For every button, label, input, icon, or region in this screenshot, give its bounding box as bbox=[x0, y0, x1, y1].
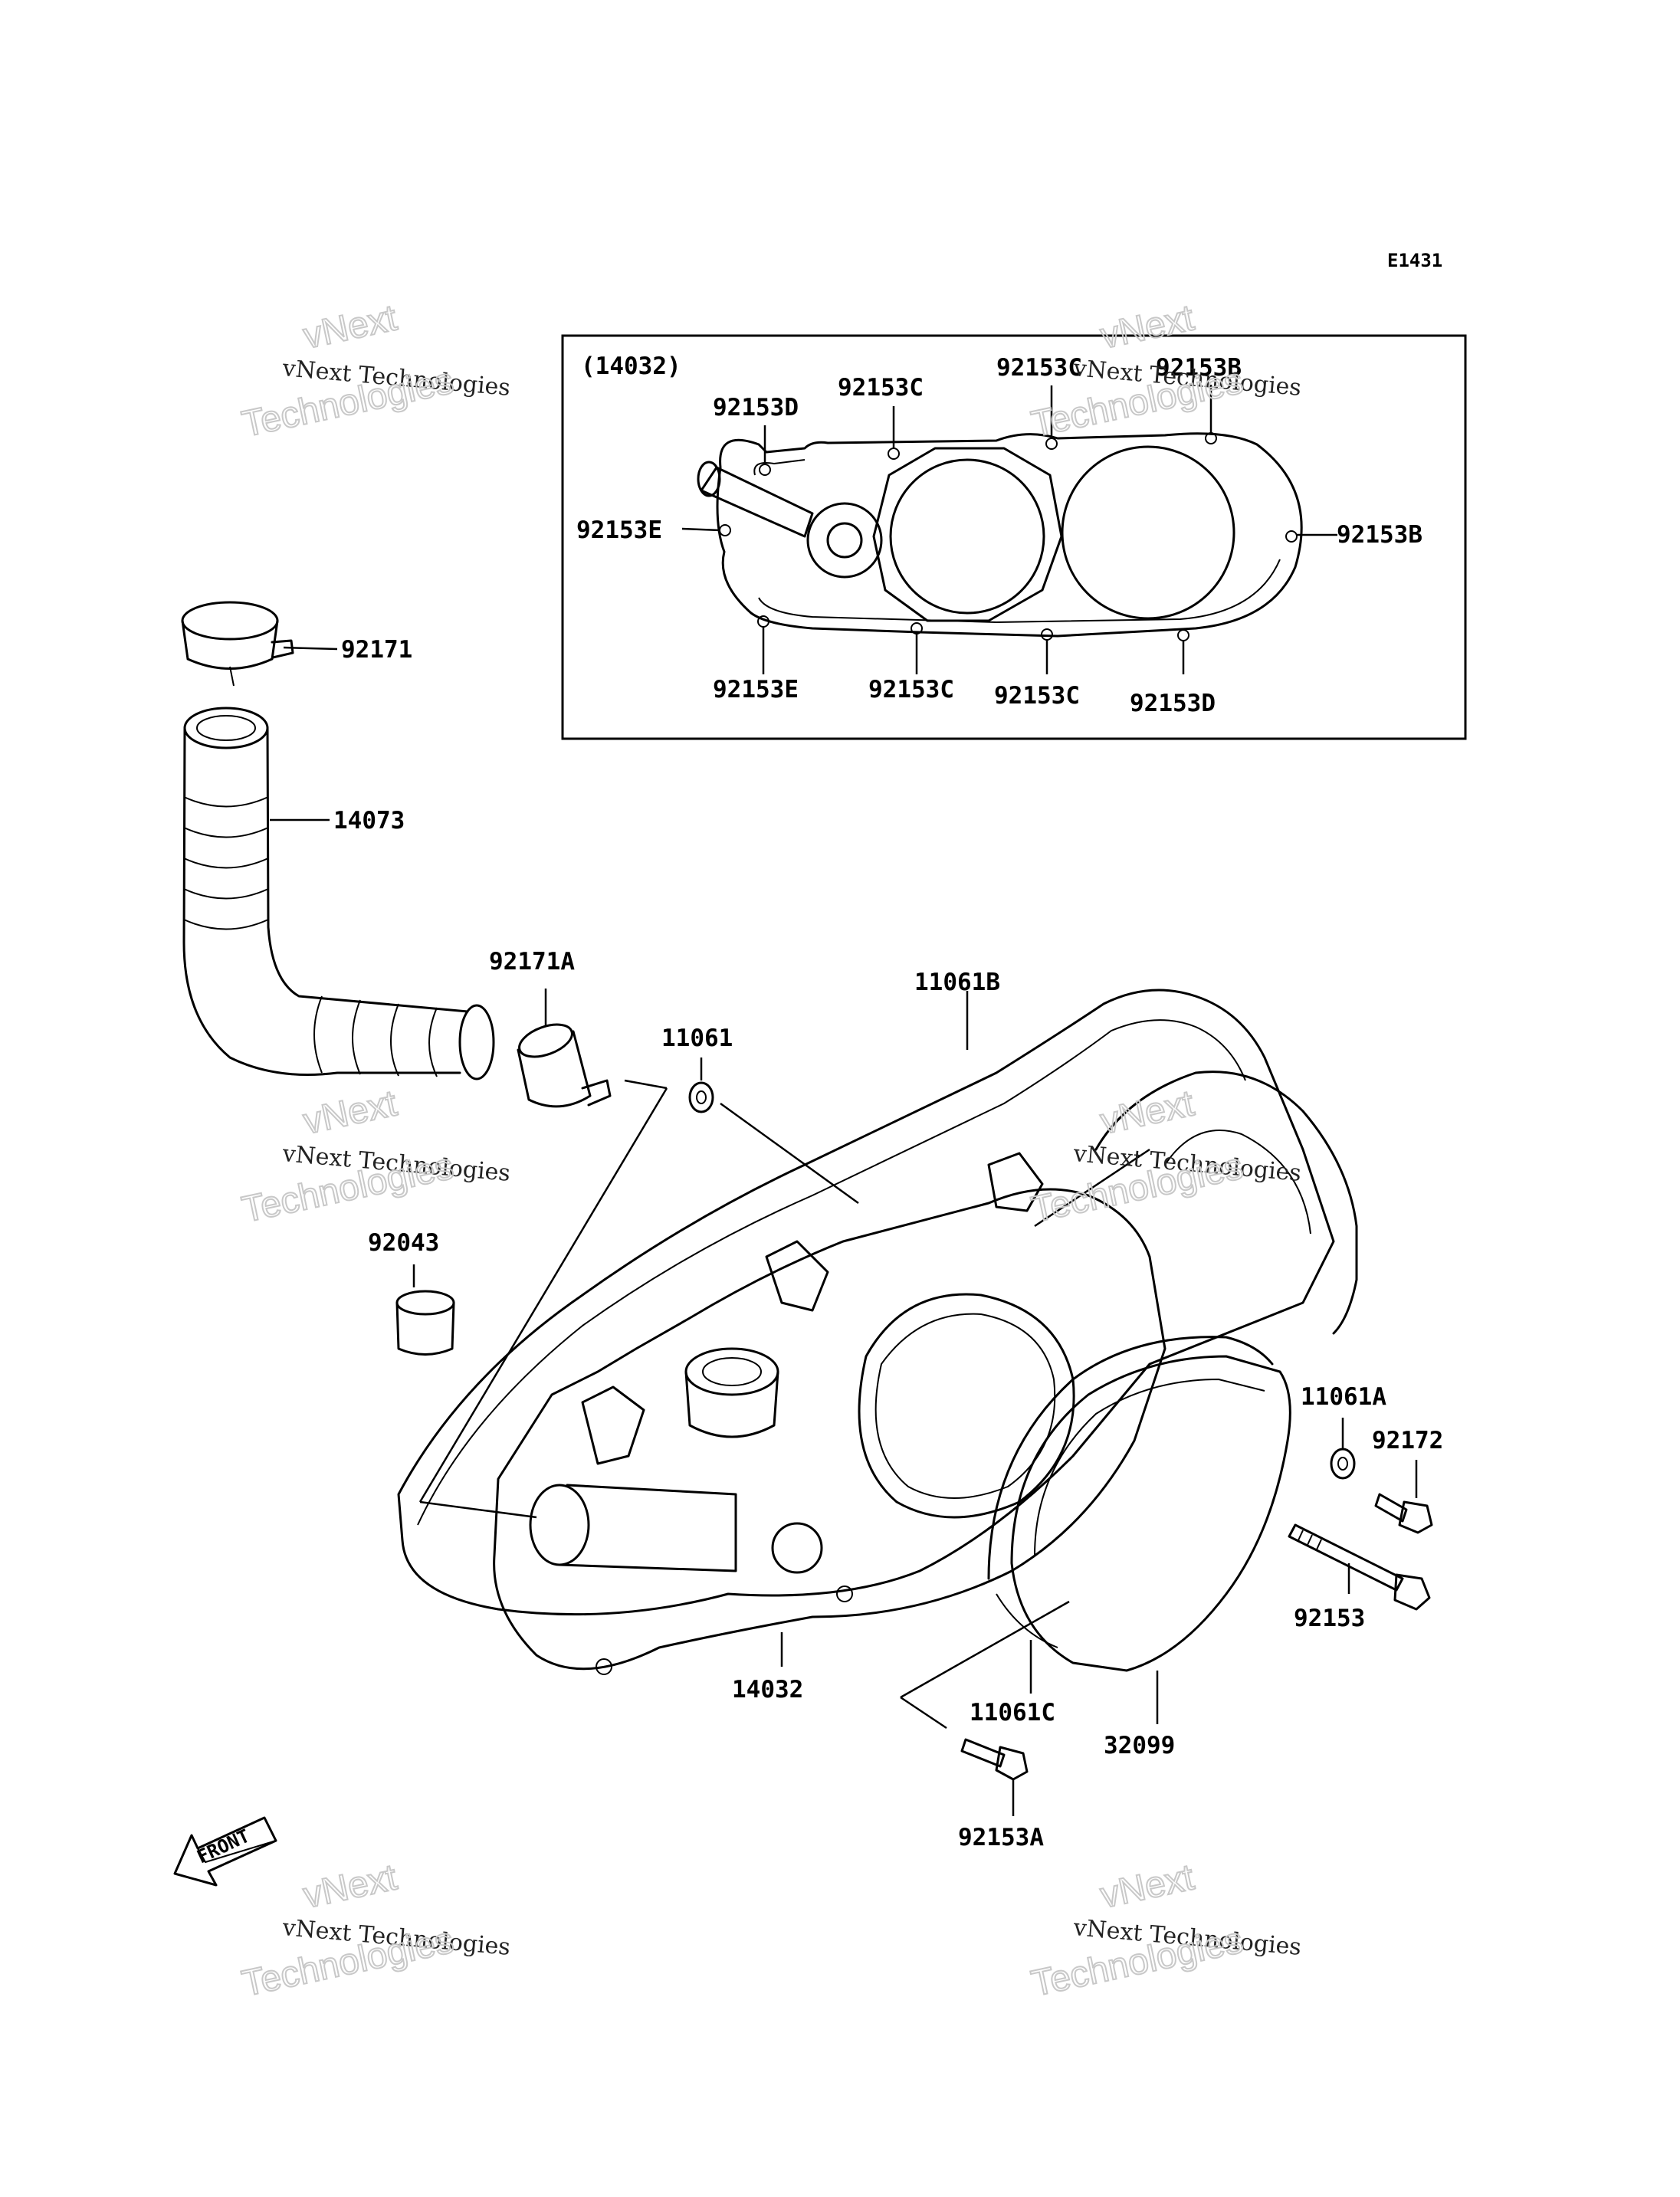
label-14073: 14073 bbox=[333, 807, 405, 835]
watermark-mid-left: vNext Technologies vNext Technologies bbox=[238, 1082, 511, 1231]
inset-title: (14032) bbox=[581, 353, 681, 380]
inset-label-92153C-top-right: 92153C bbox=[996, 354, 1082, 382]
watermark-bottom-left: vNext Technologies vNext Technologies bbox=[238, 1856, 511, 2005]
outer-cover-drawing bbox=[1094, 1071, 1358, 1335]
front-arrow-label: FRONT bbox=[194, 1825, 253, 1868]
inset-label-92153C-bottom-right: 92153C bbox=[994, 682, 1080, 710]
collar-92043-drawing bbox=[395, 1290, 455, 1356]
label-92043: 92043 bbox=[368, 1229, 439, 1257]
label-11061: 11061 bbox=[661, 1025, 733, 1052]
label-92172: 92172 bbox=[1372, 1427, 1443, 1454]
watermark-top-left: vNext Technologies vNext Technologies bbox=[238, 297, 511, 445]
washer-11061A-drawing bbox=[1330, 1448, 1356, 1480]
label-11061A: 11061A bbox=[1301, 1383, 1386, 1411]
watermark-bottom-right: vNext Technologies vNext Technologies bbox=[1027, 1856, 1302, 2005]
label-11061C: 11061C bbox=[970, 1699, 1055, 1726]
inset-label-92153E-left: 92153E bbox=[576, 516, 662, 544]
bolt-92172-drawing bbox=[1374, 1493, 1433, 1534]
label-92171: 92171 bbox=[341, 636, 412, 664]
watermark-line2: vNext bbox=[1097, 1857, 1197, 1916]
inset-frame bbox=[561, 334, 1467, 740]
cover-14032-drawing bbox=[493, 1152, 1166, 1675]
label-92153: 92153 bbox=[1294, 1605, 1365, 1632]
label-32099: 32099 bbox=[1104, 1732, 1175, 1759]
inset-label-92153B-right: 92153B bbox=[1337, 521, 1422, 549]
watermark-mid-right: vNext Technologies vNext Technologies bbox=[1027, 1082, 1302, 1231]
bolt-92153-drawing bbox=[1288, 1523, 1431, 1611]
inset-cover-drawing bbox=[697, 432, 1303, 641]
inset-label-92153D-top: 92153D bbox=[713, 394, 799, 421]
inset-panel: (14032) bbox=[561, 334, 1467, 740]
clamp-92171-drawing bbox=[181, 601, 294, 687]
cover-32099-drawing bbox=[987, 1336, 1291, 1672]
label-92153A: 92153A bbox=[958, 1824, 1044, 1851]
gasket-11061B-drawing bbox=[397, 989, 1335, 1616]
watermark-line2: vNext bbox=[1097, 297, 1197, 356]
watermark-line2: vNext bbox=[1097, 1083, 1197, 1142]
inset-label-92153C-bottom-left: 92153C bbox=[868, 676, 954, 703]
main-leaders bbox=[270, 646, 1418, 1816]
bolt-92153A-drawing bbox=[960, 1738, 1029, 1781]
inset-label-92153D-bottom: 92153D bbox=[1130, 690, 1216, 717]
diagram-code: E1431 bbox=[1387, 250, 1442, 271]
front-direction-arrow: FRONT bbox=[173, 1816, 277, 1887]
inset-label-92153B-top: 92153B bbox=[1156, 354, 1242, 382]
watermark-line2: vNext bbox=[300, 297, 400, 356]
label-14032: 14032 bbox=[732, 1676, 803, 1703]
watermark-line2: vNext bbox=[300, 1083, 400, 1142]
label-11061B: 11061B bbox=[914, 969, 1000, 996]
label-92171A: 92171A bbox=[489, 948, 575, 976]
watermark-line2: vNext bbox=[300, 1857, 400, 1916]
hose-14073-drawing bbox=[182, 707, 495, 1080]
washer-11061-drawing bbox=[688, 1081, 714, 1113]
inset-label-92153E-bottom: 92153E bbox=[713, 676, 799, 703]
clamp-92171A-drawing bbox=[517, 1023, 612, 1108]
inset-label-92153C-top-left: 92153C bbox=[838, 374, 924, 402]
inset-leaders bbox=[681, 385, 1337, 674]
